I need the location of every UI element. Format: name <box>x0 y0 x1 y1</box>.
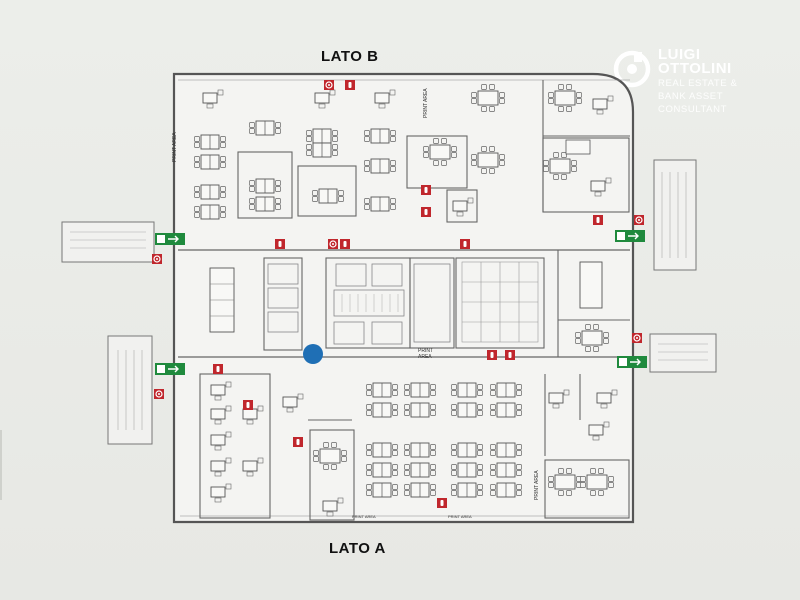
fire-extinguisher-icon <box>487 350 497 360</box>
print-area-labels: PRINT AREA PRINT AREA PRINT AREA PRINT A… <box>172 88 540 519</box>
fire-extinguisher-icon <box>275 239 285 249</box>
exit-sign-left-bottom-icon <box>154 362 186 376</box>
fire-hose-icon <box>631 332 643 344</box>
partition-walls <box>199 80 630 521</box>
conference-tables-middle <box>209 261 609 352</box>
fire-hose-icon <box>153 388 165 400</box>
fire-extinguisher-icon <box>243 400 253 410</box>
fire-hose-icon <box>323 79 335 91</box>
area-label-core: AREA <box>418 354 432 360</box>
brand-name-line2: OTTOLINI <box>658 60 732 77</box>
fire-extinguisher-icon <box>593 215 603 225</box>
side-label-top: LATO B <box>321 48 379 65</box>
exit-sign-right-bottom-icon <box>616 355 648 369</box>
meeting-rooms-top-right <box>424 85 614 217</box>
building-outline <box>172 72 635 524</box>
print-label-core: PRINT <box>418 348 433 354</box>
print-area-label-bottom-b: PRINT AREA <box>448 514 472 519</box>
stairwell-right-top <box>653 159 697 271</box>
fire-extinguisher-icon <box>293 437 303 447</box>
brand-logo-icon <box>613 50 651 88</box>
exit-sign-right-top-icon <box>614 229 646 243</box>
fire-hose-icon <box>633 214 645 226</box>
fire-extinguisher-icon <box>460 239 470 249</box>
fire-extinguisher-icon <box>340 239 350 249</box>
exit-sign-left-top-icon <box>154 232 186 246</box>
fire-extinguisher-icon <box>421 185 431 195</box>
location-marker-icon <box>303 344 323 364</box>
print-area-label-right: PRINT AREA <box>534 470 540 500</box>
fire-extinguisher-icon <box>505 350 515 360</box>
fire-extinguisher-icon <box>437 498 447 508</box>
fire-extinguisher-icon <box>213 364 223 374</box>
stairwell-left-top <box>61 221 155 263</box>
fire-hose-icon <box>327 238 339 250</box>
brand-tagline-line2: BANK ASSET <box>658 91 724 102</box>
print-area-label-left: PRINT AREA <box>172 132 178 162</box>
building-core <box>267 261 539 345</box>
print-area-label-bottom-a: PRINT AREA <box>352 514 376 519</box>
fire-hose-icon <box>151 253 163 265</box>
stairwell-right-bottom <box>649 333 717 373</box>
image-edge-mark <box>0 430 2 500</box>
fire-extinguisher-icon <box>345 80 355 90</box>
brand-name-line1: LUIGI <box>658 46 701 63</box>
brand-tagline-line3: CONSULTANT <box>658 104 727 115</box>
side-label-bottom: LATO A <box>329 540 386 557</box>
print-area-label-top: PRINT AREA <box>423 88 429 118</box>
fire-extinguisher-icon <box>421 207 431 217</box>
stairwell-left-bottom <box>107 335 153 445</box>
brand-tagline-line1: REAL ESTATE & <box>658 78 738 89</box>
